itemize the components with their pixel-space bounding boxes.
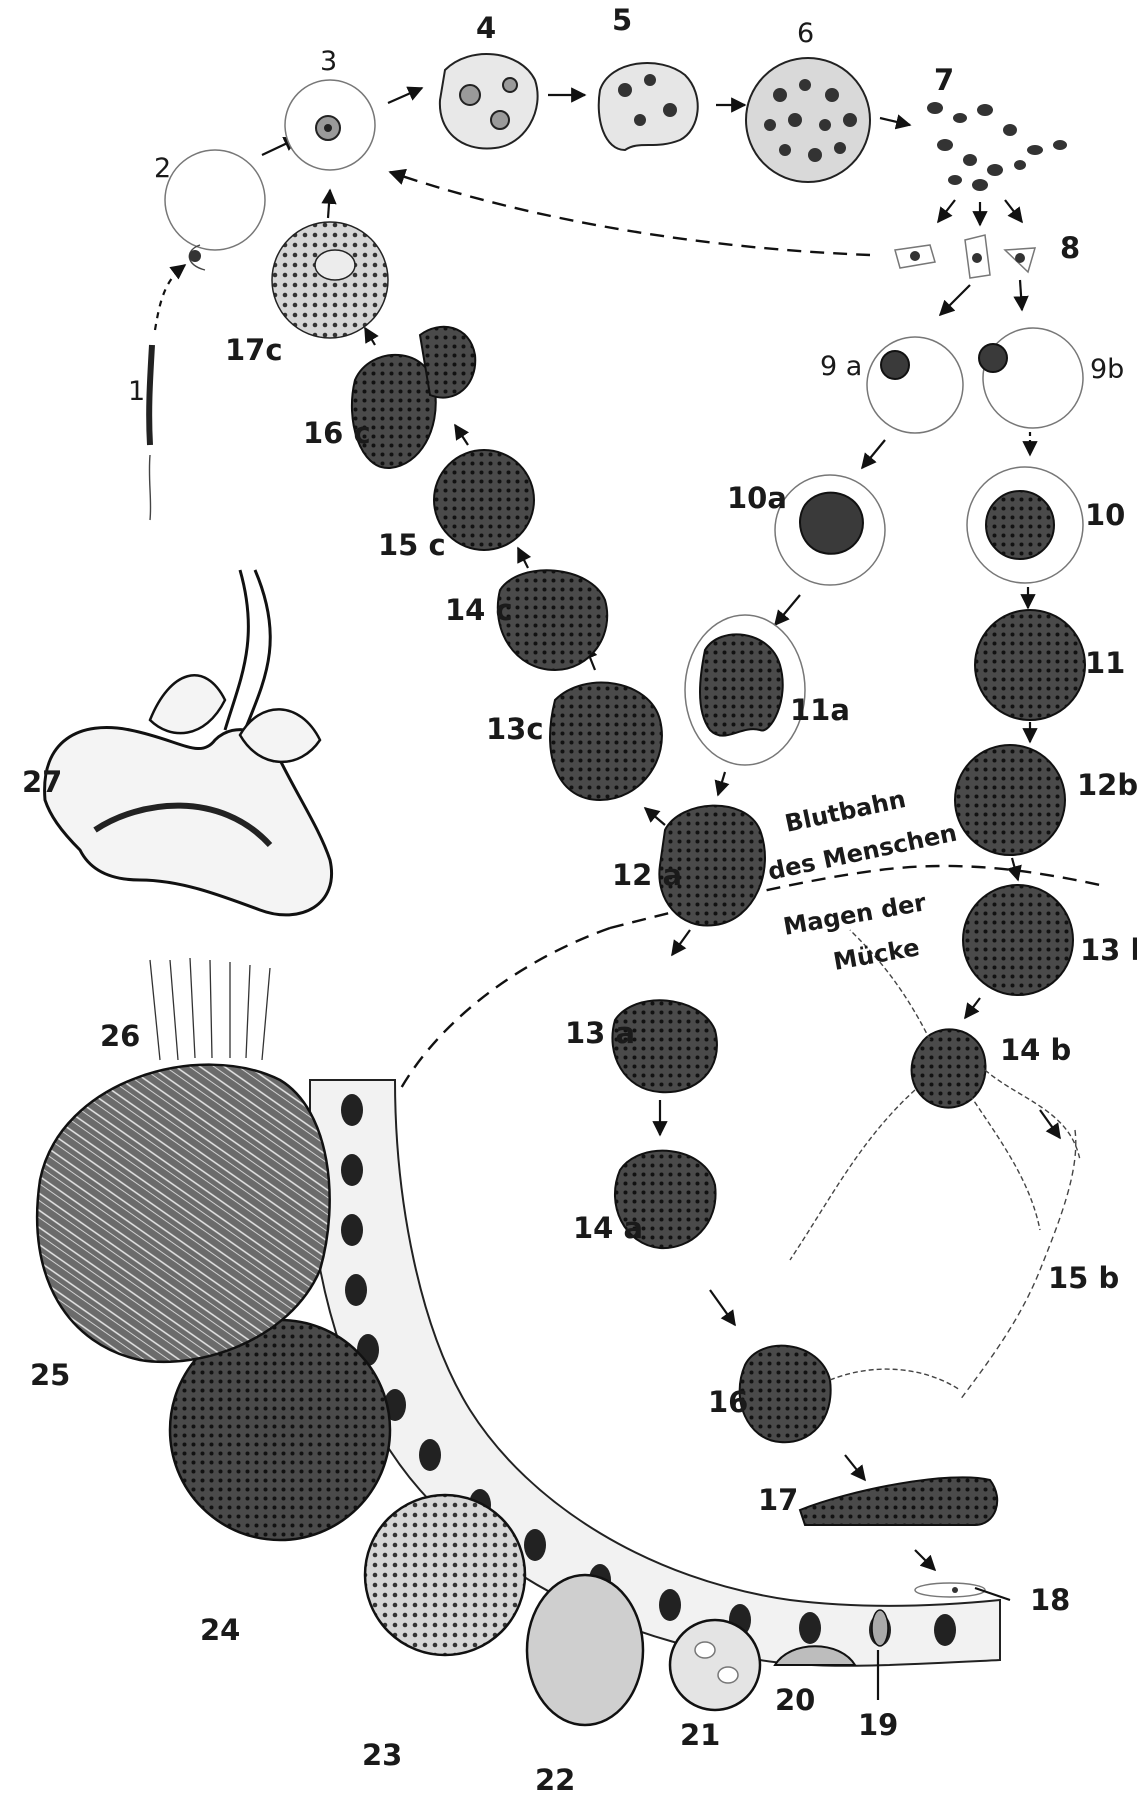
label-25: 25 [30,1358,70,1392]
stage-6-schizont [746,58,870,182]
label-8: 8 [1060,231,1080,265]
stage-9b-cell [979,328,1083,428]
label-20: 20 [775,1683,815,1717]
label-11a: 11a [790,693,850,727]
stage-27-salivary-gland [45,570,332,915]
stage-23-oocyst [365,1495,525,1655]
label-18: 18 [1030,1583,1070,1617]
stage-26-sporozoites [150,958,270,1060]
label-14b: 14 b [1000,1033,1071,1067]
label-13a: 13 a [565,1016,635,1050]
label-3: 3 [320,46,337,77]
label-9b: 9b [1090,354,1124,385]
arrow-6-7 [880,118,910,125]
label-9a: 9 a [820,351,862,382]
stomach-cavity-boundary [400,928,610,1090]
stage-17-ookinete [800,1477,997,1525]
label-12a: 12 a [612,858,682,892]
stage-10b-cell [967,467,1083,583]
arrow-8-9a [940,285,970,315]
stage-9a-cell [867,337,963,433]
arrow-11a-12a [718,772,725,795]
label-1: 1 [128,376,145,407]
stage-1-sporozoite [149,265,185,520]
arrow-8-9b [1020,280,1022,310]
stage-16-fertilization [740,1346,960,1443]
label-5: 5 [612,3,632,37]
label-15b: 15 b [1048,1261,1119,1295]
arrow-12a-13a [672,930,690,955]
region-blood-line1: Blutbahn [782,785,908,838]
stage-3-cell [285,80,375,170]
label-10a: 10a [727,481,787,515]
label-17c: 17c [225,333,283,367]
arrow-3-4 [388,88,422,103]
label-24: 24 [200,1613,240,1647]
label-22: 22 [535,1763,575,1797]
label-10b: 10 b [1085,498,1137,532]
stage-7-merozoites [927,102,1067,191]
label-13b: 13 b [1080,933,1137,967]
arrow-16-17 [845,1455,865,1480]
label-2: 2 [154,153,171,184]
stage-13c-cell [550,683,662,800]
label-26: 26 [100,1019,140,1053]
stage-25-mature-oocyst [37,1065,330,1362]
stage-12b-gametocyte [955,745,1065,855]
arrow-14b-15b [1040,1110,1060,1138]
arrow-13b-14b [965,998,980,1018]
stage-22-oocyst [527,1575,643,1725]
arrow-10a-11a [775,595,800,625]
label-6: 6 [797,18,814,49]
label-14a: 14 a [573,1211,643,1245]
stage-5-cell [599,63,698,150]
label-23: 23 [362,1738,402,1772]
region-labels: Blutbahn des Menschen Magen der Mücke [765,785,959,976]
arrow-12a-13c [645,808,665,825]
stage-18-ookinete-in-wall [915,1583,1010,1600]
arrow-17-18 [915,1550,935,1570]
stage-10a-cell [775,475,885,585]
arrow-14c-15c [518,548,528,568]
stage-11b-gametocyte [975,610,1085,720]
arrow-14a-16 [710,1290,735,1325]
label-13c: 13c [486,712,544,746]
label-7: 7 [934,63,954,97]
label-11b: 11 b [1085,646,1137,680]
region-stomach-line2: Mücke [831,933,921,976]
label-21: 21 [680,1718,720,1752]
stage-13b-gametocyte [963,885,1073,995]
label-16c: 16 c [303,416,371,450]
return-path-dashed [390,172,870,255]
label-16: 16 [708,1385,748,1419]
label-17: 17 [758,1483,798,1517]
arrows-7-8 [938,200,1022,225]
stage-14c-cell [498,570,607,670]
arrow-16c-17c [365,328,375,345]
label-12b: 12b [1077,768,1137,802]
arrow-9a-10a [862,440,885,468]
arrow-12b-13b [1012,858,1018,880]
arrow-17c-3 [328,190,330,218]
arrow-15c-16c [455,425,468,445]
stage-15c-cell [434,450,534,550]
label-4: 4 [476,11,496,45]
stage-2-cell [165,150,265,270]
region-stomach-line1: Magen der [781,888,928,941]
label-15c: 15 c [378,528,446,562]
label-27: 27 [22,765,62,799]
stage-8-merozoites [895,235,1035,278]
stage-4-cell [440,54,538,148]
stage-11a-gametocyte [685,615,805,765]
label-19: 19 [858,1708,898,1742]
label-14c: 14 c [445,593,513,627]
stage-17c-schizont [272,222,388,338]
stage-21-oocyst [670,1620,760,1710]
